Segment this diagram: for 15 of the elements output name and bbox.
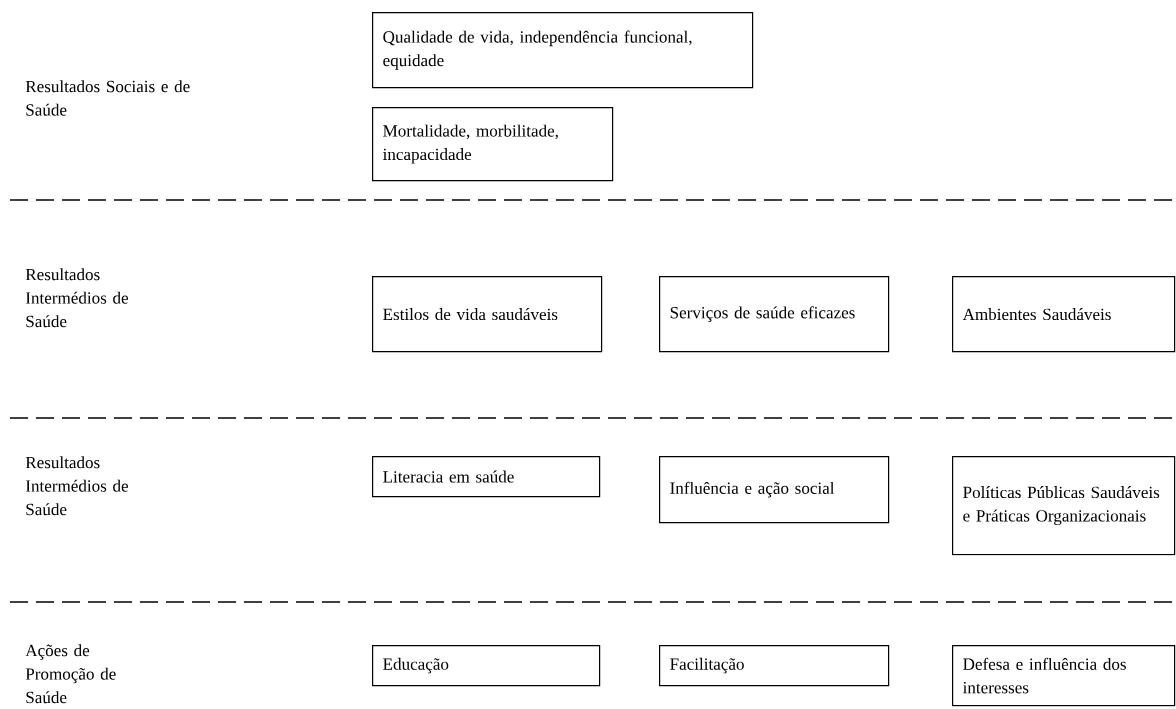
row-label: Resultados Intermédios de Saúde: [25, 456, 128, 516]
text-box: Serviços de saúde eficazes: [659, 276, 890, 353]
text-box: Facilitação: [659, 645, 890, 687]
text-box: Educação: [372, 645, 601, 687]
row-label: Ações de Promoção de Saúde: [25, 644, 116, 704]
text-box: Ambientes Saudáveis: [952, 276, 1176, 353]
text-box: Mortalidade, morbilitade, incapacidade: [372, 107, 614, 182]
text-box: Qualidade de vida, independência funcional, equidade: [372, 12, 754, 89]
row-label: Resultados Intermédios de Saúde: [25, 268, 128, 328]
row-label: Resultados Sociais e de Saúde: [25, 80, 190, 116]
text-box: Influência e ação social: [659, 456, 890, 524]
text-box: Estilos de vida saudáveis: [372, 276, 603, 353]
text-box: Políticas Públicas Saudáveis e Práticas Organizacionais: [952, 456, 1176, 556]
text-box: Literacia em saúde: [372, 456, 601, 498]
text-box: Defesa e influência dos interesses: [952, 645, 1176, 707]
